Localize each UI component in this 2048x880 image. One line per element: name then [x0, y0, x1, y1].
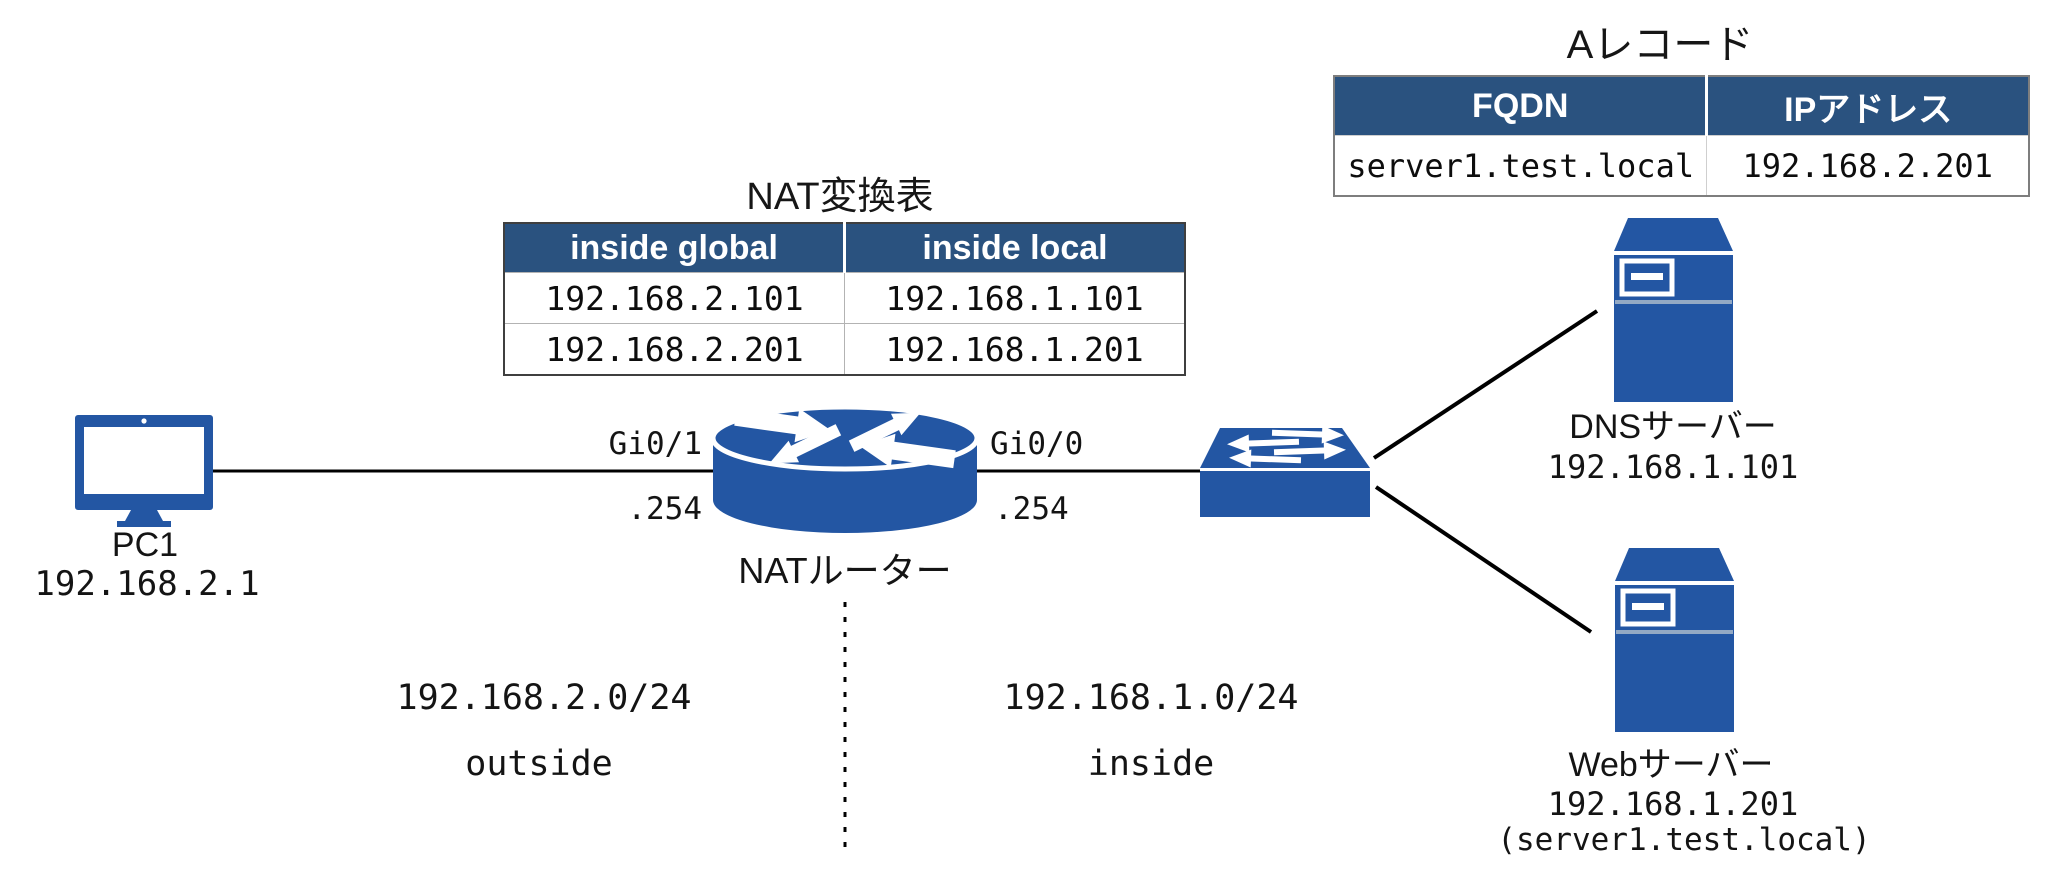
- router-left-host-label: .254: [627, 491, 702, 527]
- router-label: NATルーター: [738, 550, 952, 591]
- dns-server-label: DNSサーバー: [1569, 408, 1777, 446]
- pc-label: PC1: [111, 526, 179, 564]
- web-server-label: Webサーバー: [1568, 746, 1774, 784]
- nat-cell: 192.168.1.101: [844, 272, 1185, 324]
- nat-cell: 192.168.2.201: [504, 323, 845, 375]
- router-right-host-label: .254: [994, 491, 1069, 527]
- nat-translation-table: inside global inside local 192.168.2.101…: [503, 222, 1186, 376]
- dns-server-ip-label: 192.168.1.101: [1547, 448, 1799, 486]
- inside-zone-label: inside: [1087, 744, 1215, 784]
- a-record-cell-fqdn: server1.test.local: [1334, 135, 1708, 196]
- a-record-table-title: Aレコード: [1566, 23, 1754, 67]
- nat-header-inside-local: inside local: [844, 223, 1185, 273]
- nat-table-title: NAT変換表: [746, 176, 934, 218]
- dns-server-icon: [1614, 218, 1733, 402]
- web-server-ip-label: 192.168.1.201: [1547, 785, 1799, 823]
- table-row: 192.168.2.101 192.168.1.101: [504, 272, 1185, 324]
- table-row: server1.test.local 192.168.2.201: [1334, 135, 2029, 196]
- pc-icon: [75, 415, 213, 527]
- web-server-icon: [1615, 548, 1734, 732]
- a-record-header-ip: IPアドレス: [1706, 76, 2029, 136]
- router-right-interface-label: Gi0/0: [990, 426, 1084, 462]
- web-server-fqdn-label: (server1.test.local): [1497, 822, 1871, 858]
- outside-network-cidr-label: 192.168.2.0/24: [396, 678, 692, 718]
- switch-icon: [1200, 423, 1370, 517]
- switch-web-link: [1374, 485, 1593, 634]
- router-left-interface-label: Gi0/1: [608, 426, 702, 462]
- inside-network-cidr-label: 192.168.1.0/24: [1003, 678, 1299, 718]
- outside-zone-label: outside: [465, 744, 613, 784]
- nat-header-inside-global: inside global: [504, 223, 846, 273]
- router-icon: [710, 399, 980, 533]
- a-record-cell-ip: 192.168.2.201: [1706, 135, 2029, 196]
- table-row: 192.168.2.201 192.168.1.201: [504, 323, 1185, 375]
- pc-ip-label: 192.168.2.1: [34, 564, 260, 604]
- a-record-table: FQDN IPアドレス server1.test.local 192.168.2…: [1333, 75, 2030, 197]
- switch-dns-link: [1372, 309, 1599, 460]
- nat-cell: 192.168.1.201: [844, 323, 1185, 375]
- a-record-header-fqdn: FQDN: [1334, 76, 1709, 136]
- nat-cell: 192.168.2.101: [504, 272, 845, 324]
